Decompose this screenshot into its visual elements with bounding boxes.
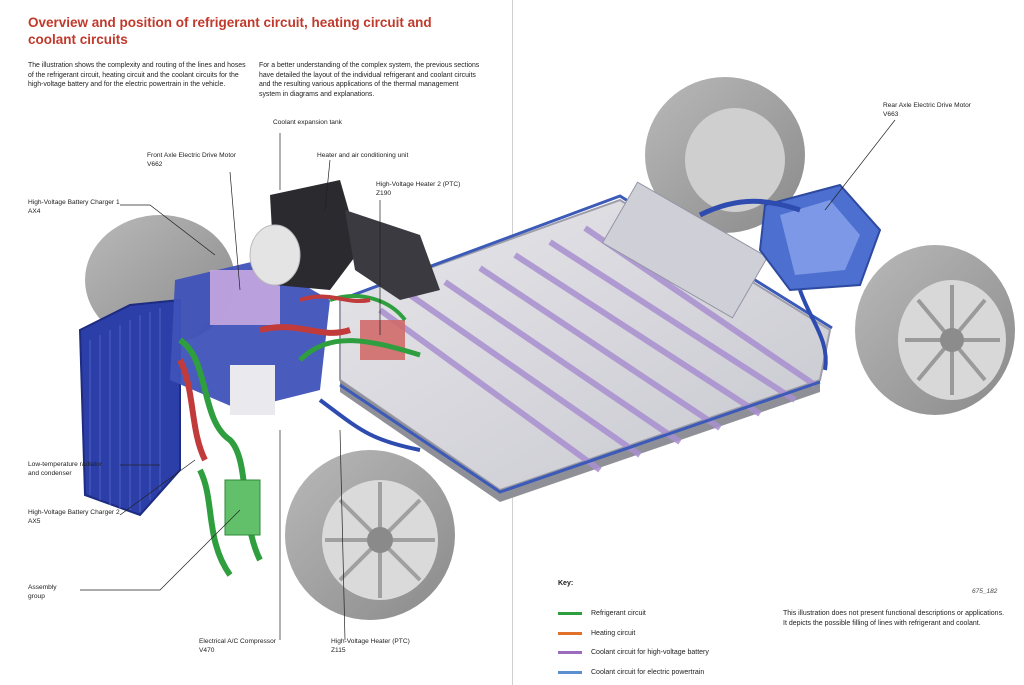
front-powertrain-graphic	[78, 180, 440, 577]
callout-code: V662	[147, 160, 163, 168]
callout-label: High-Voltage Heater (PTC)	[331, 638, 410, 645]
key-item-powertrain-coolant: Coolant circuit for electric powertrain	[558, 667, 704, 677]
callout-label: Heater and air conditioning unit	[317, 152, 409, 159]
callout-battery-charger-1: High-Voltage Battery Charger 1 AX4	[28, 199, 120, 216]
intro-text-left: The illustration shows the complexity an…	[28, 62, 246, 89]
callout-code: AX4	[28, 207, 41, 215]
callout-code: Z115	[331, 646, 346, 654]
callout-label: High-Voltage Heater 2 (PTC)	[376, 181, 461, 188]
callout-label: High-Voltage Battery Charger 2	[28, 509, 120, 516]
key-item-refrigerant: Refrigerant circuit	[558, 608, 646, 618]
key-item-heating: Heating circuit	[558, 628, 635, 638]
key-item-battery-coolant: Coolant circuit for high-voltage battery	[558, 647, 709, 657]
front-right-wheel	[285, 450, 455, 620]
callout-high-voltage-heater-2: High-Voltage Heater 2 (PTC) Z190	[376, 181, 460, 198]
callout-radiator-condenser: Low-temperature radiator and condenser	[28, 461, 102, 478]
callout-code: Z190	[376, 189, 392, 197]
key-title: Key:	[558, 580, 574, 587]
battery-floor	[339, 181, 833, 502]
callout-label: and condenser	[28, 469, 72, 477]
callout-battery-charger-2: High-Voltage Battery Charger 2 AX5	[28, 509, 120, 526]
callout-label: Assembly	[28, 584, 57, 591]
callout-assembly-group: Assembly group	[28, 584, 57, 601]
callout-ac-compressor: Electrical A/C Compressor V470	[199, 638, 276, 655]
callout-label: group	[28, 592, 45, 600]
rear-left-wheel	[645, 77, 805, 233]
key-swatch	[558, 670, 582, 674]
callout-label: Rear Axle Electric Drive Motor	[883, 102, 971, 109]
callout-code: AX5	[28, 517, 41, 525]
key-swatch	[558, 631, 582, 635]
key-label: Coolant circuit for electric powertrain	[591, 668, 705, 676]
callout-code: V663	[883, 110, 899, 118]
figure-reference-number: 675_182	[972, 588, 998, 595]
intro-text-right: For a better understanding of the comple…	[259, 62, 480, 98]
callout-label: Coolant expansion tank	[273, 119, 342, 126]
leader-lines	[80, 119, 896, 641]
key-swatch	[558, 650, 582, 654]
callout-label: High-Voltage Battery Charger 1	[28, 199, 120, 206]
callout-label: Front Axle Electric Drive Motor	[147, 152, 237, 159]
key-label: Heating circuit	[591, 629, 636, 637]
callout-high-voltage-heater-1: High-Voltage Heater (PTC) Z115	[331, 638, 410, 655]
disclaimer-text: This illustration does not present funct…	[783, 610, 1005, 627]
key-label: Refrigerant circuit	[591, 609, 646, 617]
callout-heater-ac-unit: Heater and air conditioning unit	[317, 152, 408, 161]
callout-label: Low-temperature radiator	[28, 461, 103, 468]
rear-right-wheel	[855, 245, 1015, 415]
page-title: Overview and position of refrigerant cir…	[28, 15, 432, 47]
callout-label: Electrical A/C Compressor	[199, 638, 276, 645]
callout-coolant-expansion-tank: Coolant expansion tank	[273, 119, 342, 128]
key-label: Coolant circuit for high-voltage battery	[591, 648, 709, 656]
key-swatch	[558, 611, 582, 615]
callout-rear-axle-motor: Rear Axle Electric Drive Motor V663	[883, 102, 971, 119]
rear-motor-graphic	[698, 183, 882, 371]
callout-front-axle-motor: Front Axle Electric Drive Motor V662	[147, 152, 236, 169]
callout-code: V470	[199, 646, 215, 654]
